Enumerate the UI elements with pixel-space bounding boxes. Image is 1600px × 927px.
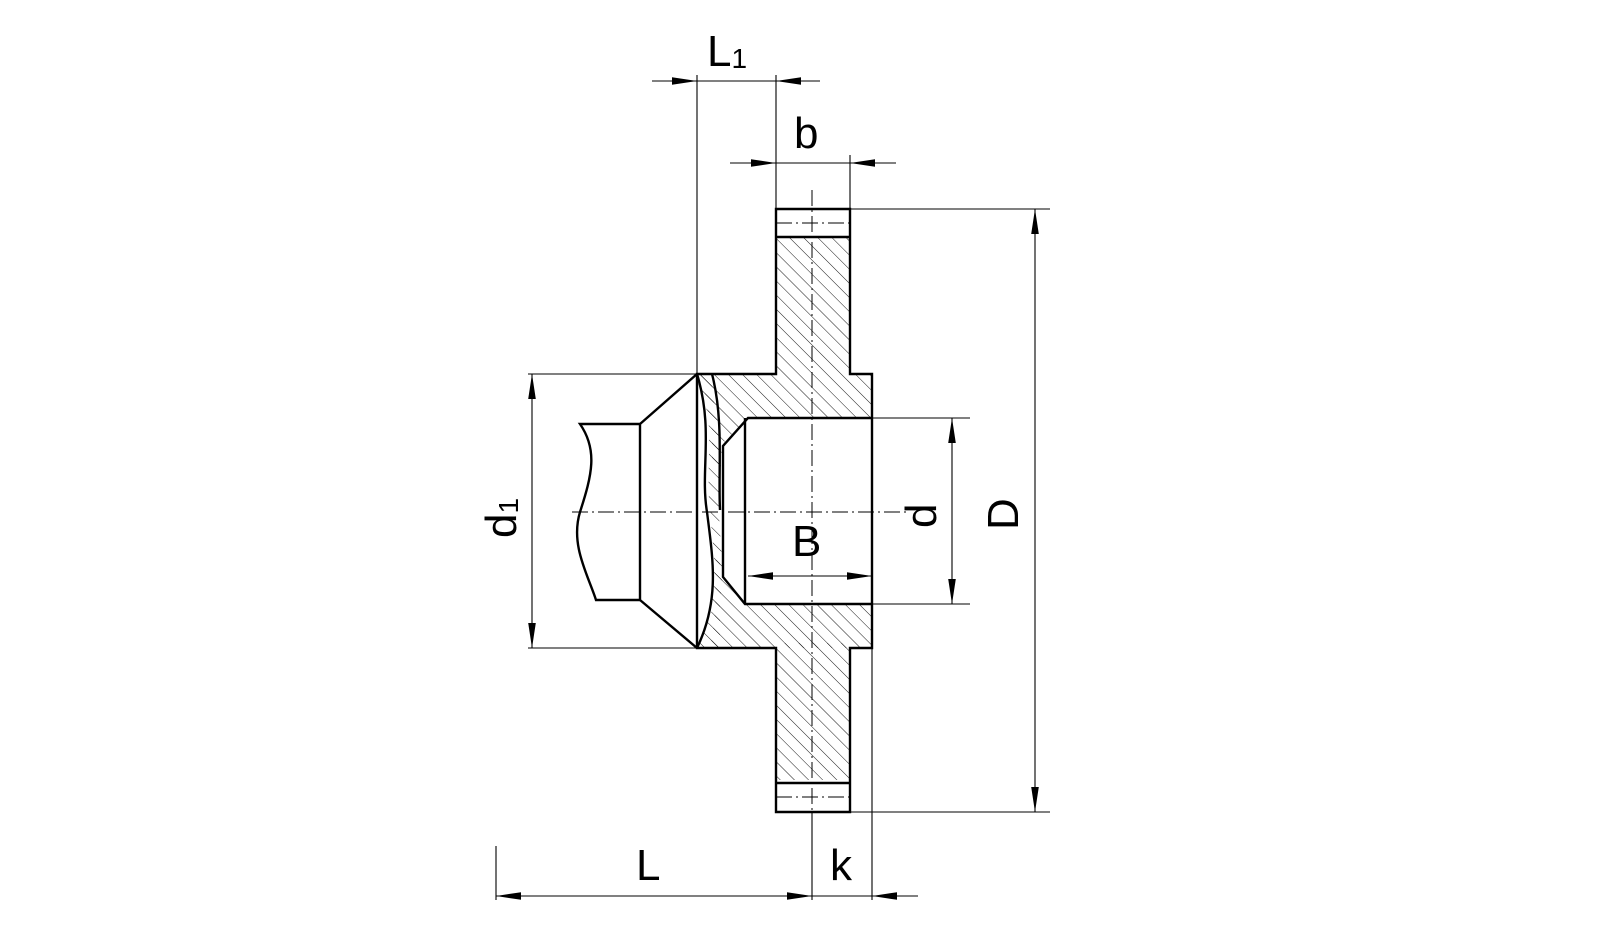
label-k: k [830, 841, 853, 890]
dimension-lines [496, 77, 1039, 900]
centerlines [572, 190, 910, 830]
label-L: L [636, 841, 660, 890]
extension-lines [495, 75, 1050, 900]
label-d1: d1 [477, 498, 526, 538]
section-hatching [697, 237, 872, 780]
label-D: D [979, 498, 1028, 530]
label-d: d [897, 504, 946, 528]
label-L1: L1 [707, 27, 747, 76]
label-B: B [792, 517, 821, 566]
dimension-labels: L1 b D d d1 B L k [477, 27, 1028, 890]
label-b: b [794, 109, 818, 158]
part-outline [575, 207, 874, 814]
